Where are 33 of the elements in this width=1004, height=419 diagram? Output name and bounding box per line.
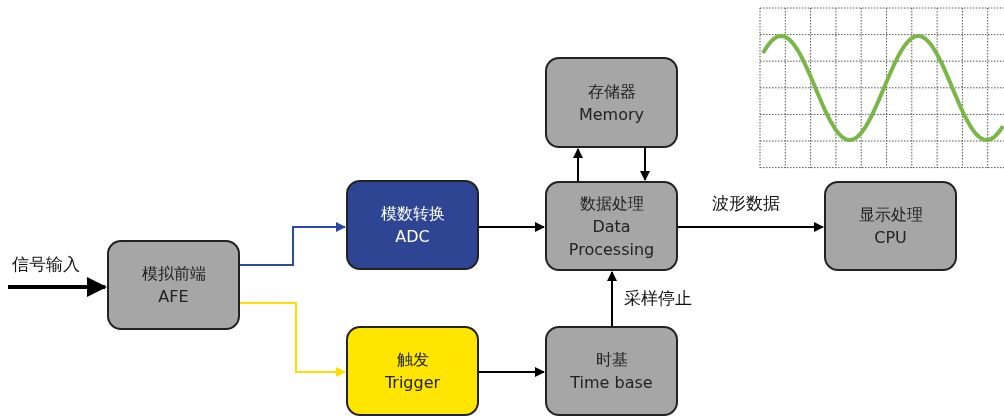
- edge-label: 采样停止: [622, 287, 694, 310]
- box-heading: 触发: [396, 349, 429, 371]
- edge-label: 波形数据: [710, 192, 782, 215]
- box-heading: 显示处理: [858, 204, 923, 226]
- process-box: [824, 181, 957, 271]
- process-box: [545, 326, 678, 416]
- box-label: Time base: [570, 372, 653, 394]
- arrow: [239, 302, 346, 377]
- box-heading: 模拟前端: [141, 263, 206, 285]
- box-label: ADC: [395, 226, 430, 248]
- box-label: Trigger: [384, 372, 441, 394]
- arrow: [573, 148, 583, 182]
- arrow: [677, 222, 824, 232]
- process-box: [346, 180, 479, 270]
- process-box: [346, 326, 479, 416]
- arrow: [8, 277, 107, 297]
- arrow: [478, 367, 545, 377]
- box-label: Memory: [578, 103, 645, 126]
- process-box: [545, 181, 678, 271]
- box-label: Data Processing: [567, 215, 656, 261]
- arrow: [478, 222, 545, 232]
- arrow: [640, 147, 650, 181]
- arrow: [607, 271, 617, 327]
- edge-label: 信号输入: [10, 253, 82, 276]
- arrow: [239, 222, 346, 266]
- process-box: [545, 57, 678, 148]
- box-label: CPU: [874, 227, 907, 249]
- box-heading: 存储器: [587, 80, 636, 103]
- box-label: AFE: [158, 286, 189, 308]
- box-heading: 时基: [595, 349, 628, 371]
- box-heading: 模数转换: [380, 203, 445, 225]
- box-heading: 数据处理: [579, 192, 644, 215]
- process-box: [107, 240, 240, 330]
